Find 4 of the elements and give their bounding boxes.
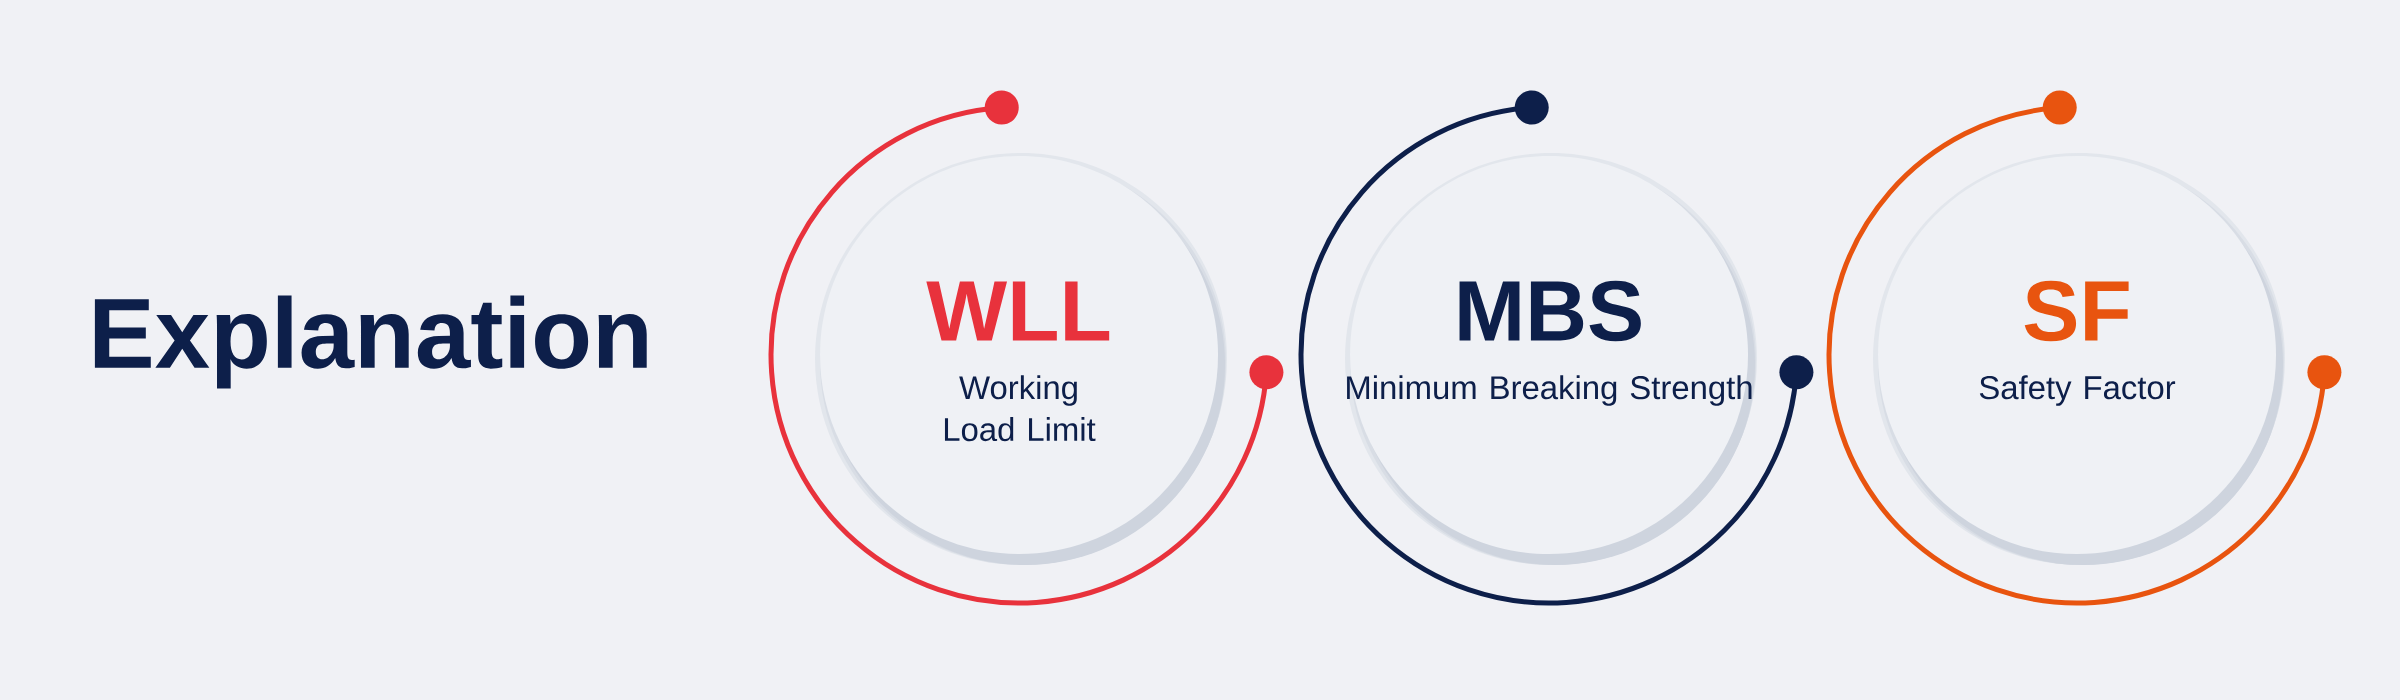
circle-card: MBS Minimum Breaking Strength (1345, 153, 1757, 565)
circle-card: SF Safety Factor (1873, 153, 2285, 565)
heading: Explanation (94, 295, 647, 389)
circle-card: WLL Working Load Limit (815, 153, 1227, 565)
